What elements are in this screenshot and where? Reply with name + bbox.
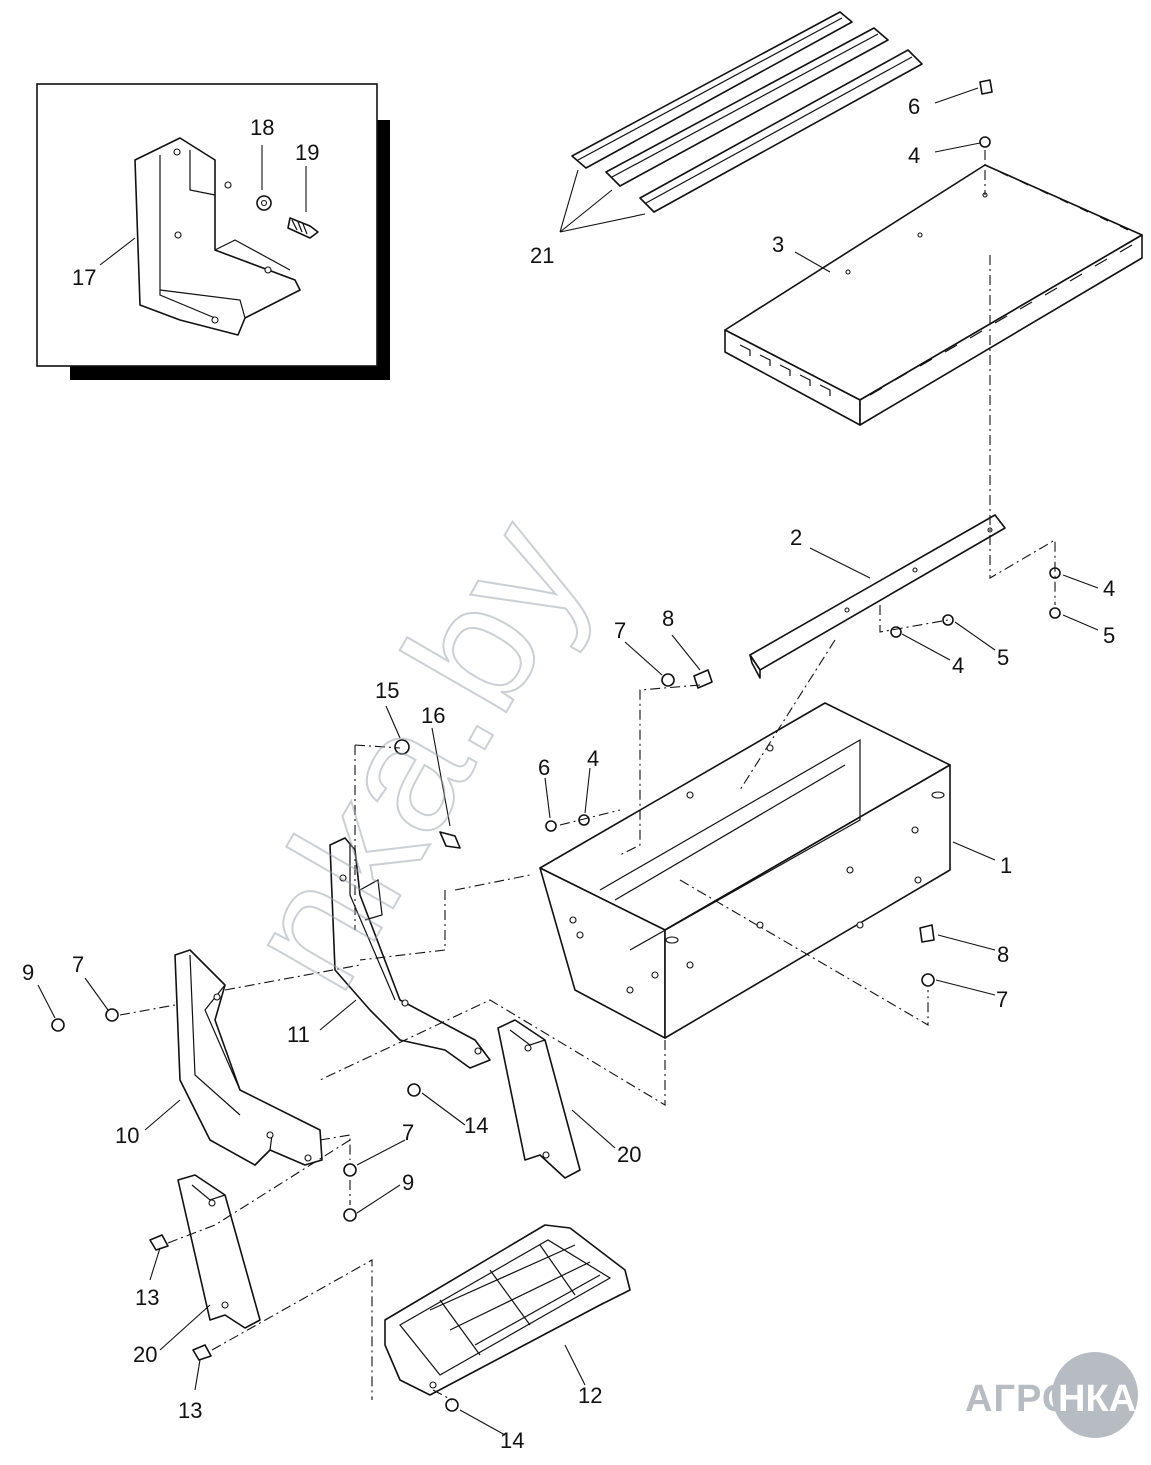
step-plate <box>724 164 1143 426</box>
callout-6: 6 <box>538 755 550 780</box>
logo-circle <box>1052 1352 1138 1438</box>
assembly-lines <box>119 150 1056 1401</box>
callout-18: 18 <box>250 115 274 140</box>
callout-5: 5 <box>1103 623 1115 648</box>
callout-7: 7 <box>402 1120 414 1145</box>
hardware <box>51 79 1061 1412</box>
callout-10: 10 <box>115 1123 139 1148</box>
inset-detail <box>36 83 390 380</box>
callout-4: 4 <box>1103 576 1115 601</box>
callout-14: 14 <box>500 1428 524 1453</box>
callout-13: 13 <box>178 1398 202 1423</box>
callout-14: 14 <box>464 1113 488 1138</box>
callout-4: 4 <box>908 143 920 168</box>
callout-20: 20 <box>617 1142 641 1167</box>
callout-15: 15 <box>375 678 399 703</box>
callout-7: 7 <box>996 987 1008 1012</box>
callout-19: 19 <box>295 140 319 165</box>
logo-text-left: АГРО <box>965 1378 1073 1420</box>
callout-8: 8 <box>662 606 674 631</box>
callout-2: 2 <box>790 525 802 550</box>
step-tread <box>384 1224 631 1396</box>
mounting-plate-20-lower <box>177 1174 261 1329</box>
callout-12: 12 <box>578 1383 602 1408</box>
callout-13: 13 <box>135 1285 159 1310</box>
callout-numbers: 1 2 3 4 4 4 4 5 5 6 6 7 7 7 7 8 8 9 9 10… <box>22 94 1115 1453</box>
callout-17: 17 <box>72 265 96 290</box>
callout-4: 4 <box>952 653 964 678</box>
callout-4: 4 <box>587 746 599 771</box>
logo-text-right: НКА <box>1058 1378 1137 1420</box>
step-box <box>539 702 951 1039</box>
callout-6: 6 <box>908 94 920 119</box>
support-rail <box>749 514 1006 679</box>
callout-1: 1 <box>1000 853 1012 878</box>
callout-21: 21 <box>530 243 554 268</box>
mounting-plate-20-upper <box>497 1019 581 1179</box>
callout-11: 11 <box>287 1022 310 1047</box>
callout-9: 9 <box>402 1170 414 1195</box>
leader-lines <box>37 87 1099 1436</box>
callout-5: 5 <box>997 645 1009 670</box>
callout-16: 16 <box>421 703 445 728</box>
anti-slip-strips <box>571 11 923 213</box>
bracket-10 <box>174 949 323 1166</box>
callout-20: 20 <box>133 1342 157 1367</box>
callout-9: 9 <box>22 960 34 985</box>
callout-7: 7 <box>614 618 626 643</box>
callout-3: 3 <box>772 232 784 257</box>
callout-8: 8 <box>997 942 1009 967</box>
callout-7: 7 <box>72 952 84 977</box>
